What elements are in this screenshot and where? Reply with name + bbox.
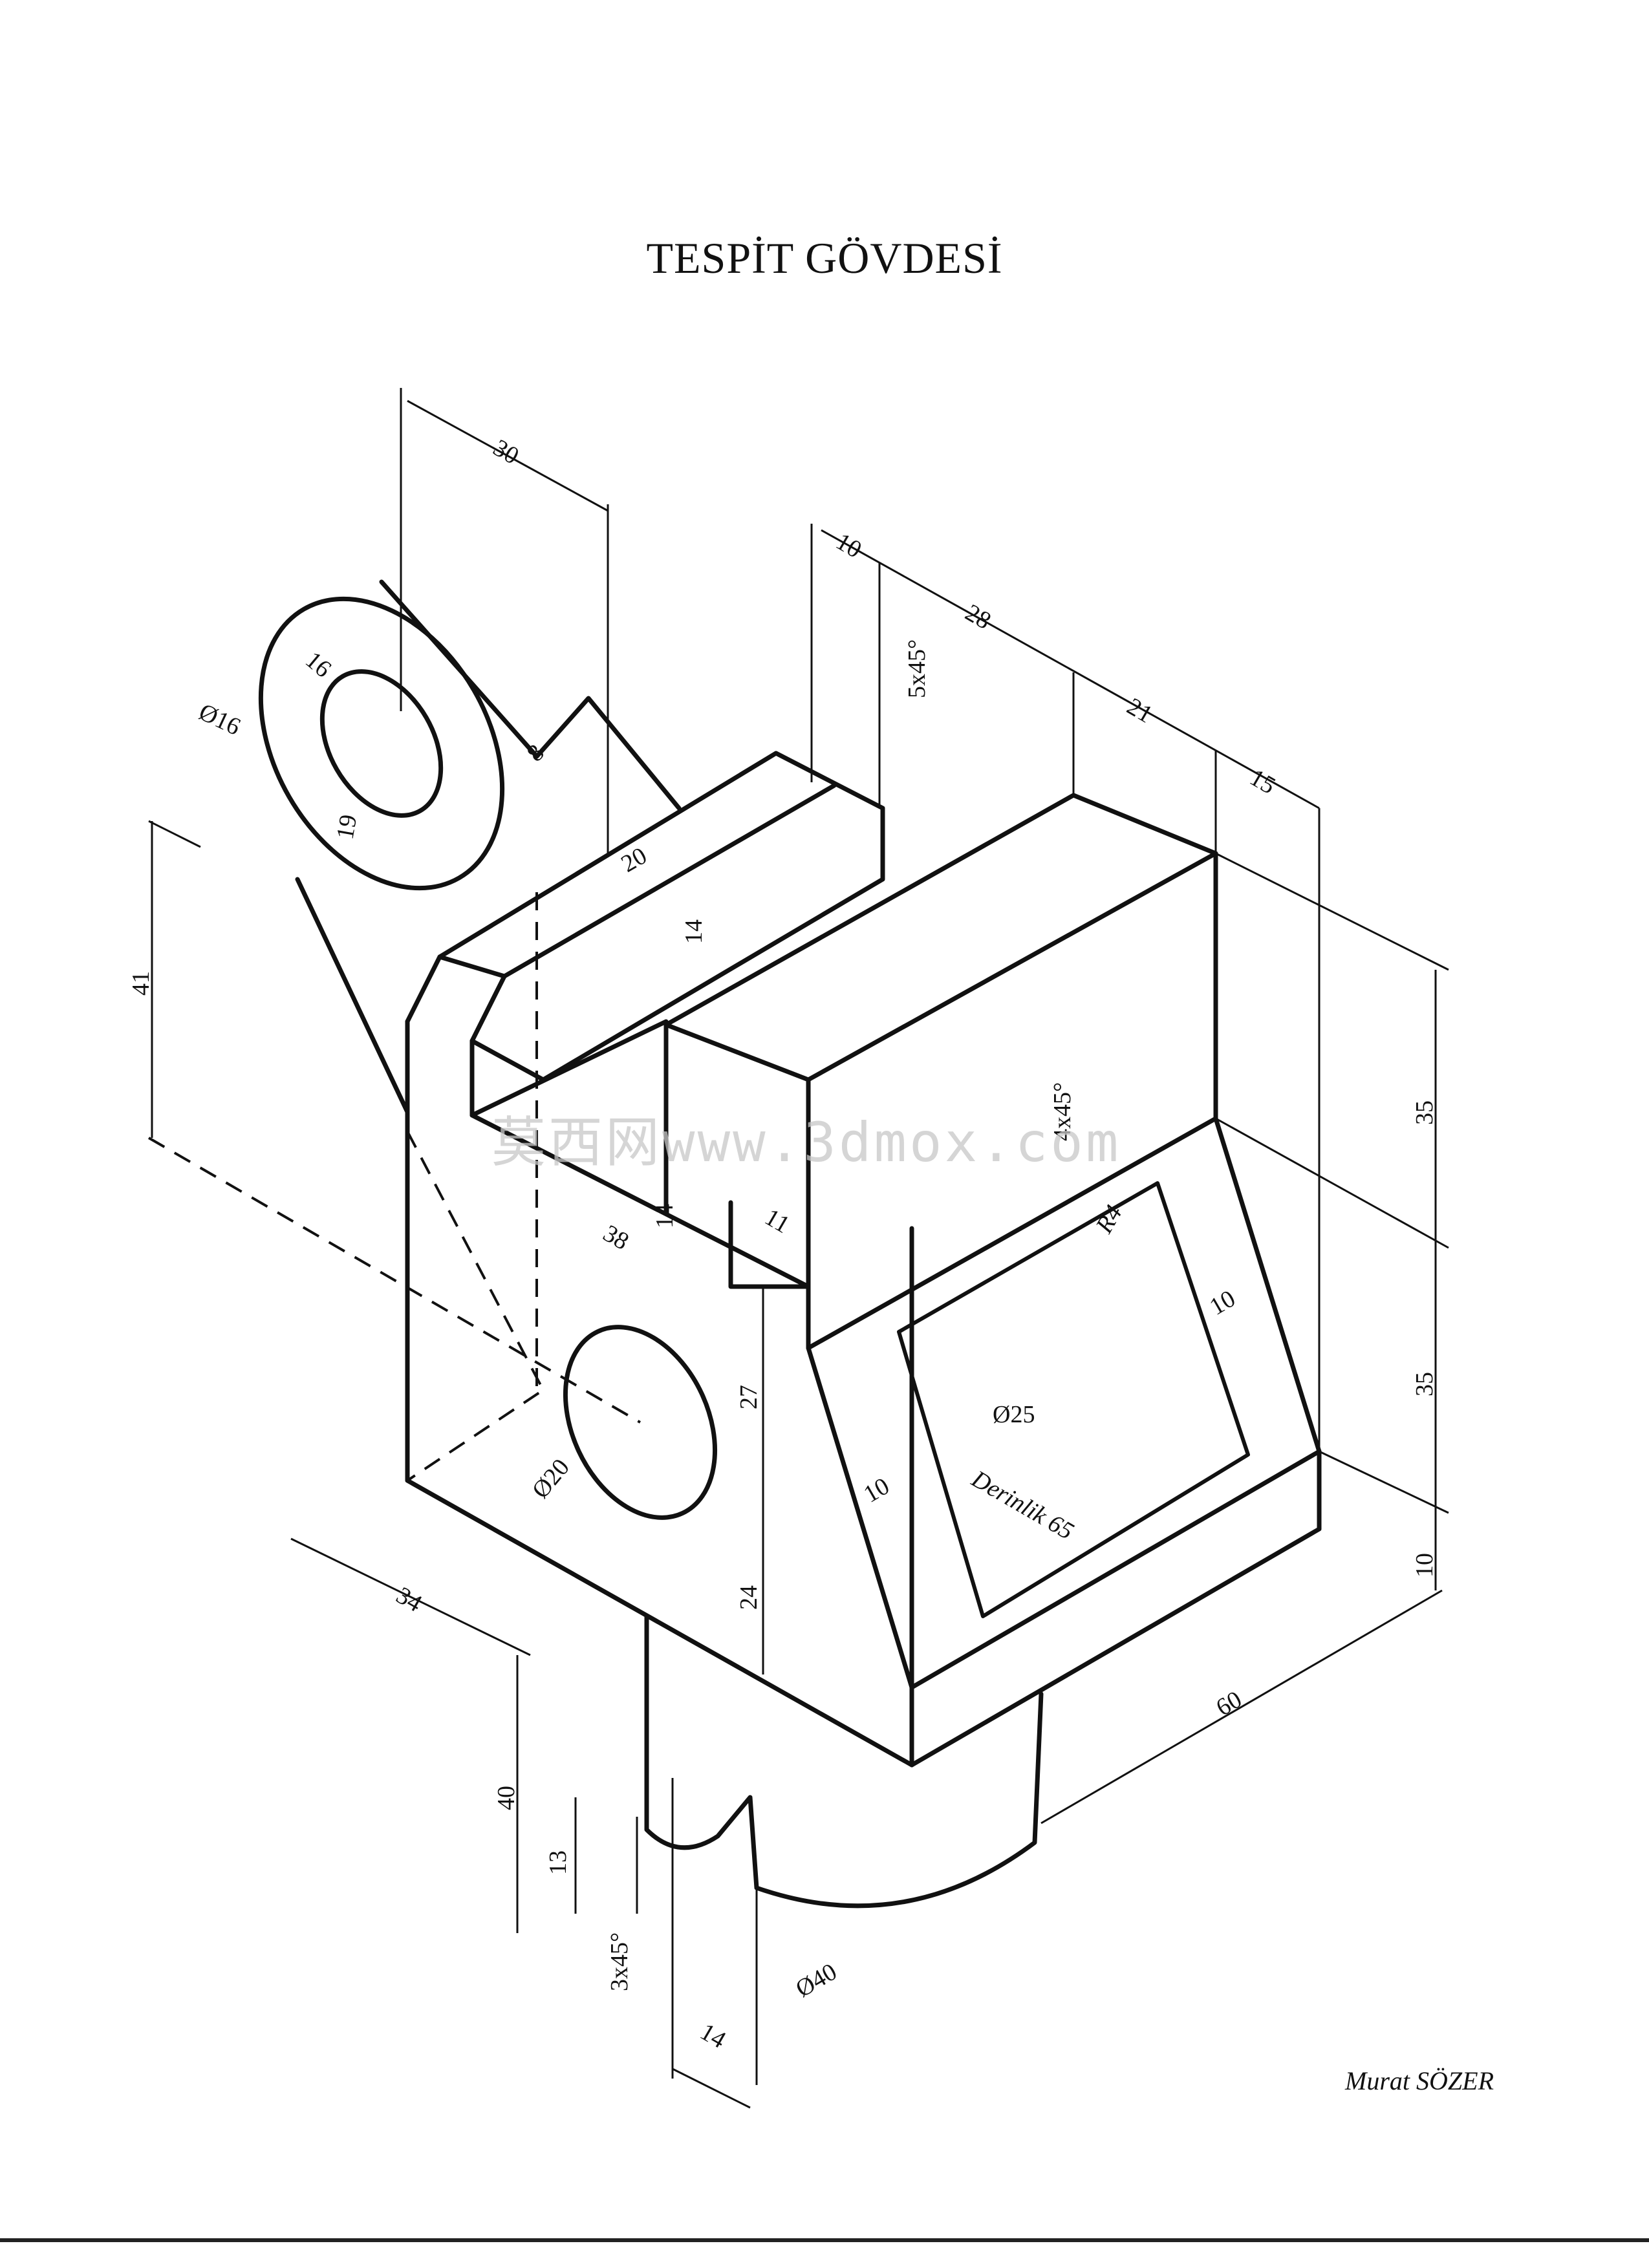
window-opening — [897, 1181, 1250, 1618]
dim-dia16: Ø16 — [195, 698, 244, 741]
dim-r4: R4 — [1090, 1201, 1128, 1238]
bottom-border-line — [0, 2238, 1649, 2242]
dim-30: 30 — [489, 434, 524, 469]
dim-derinlik: Derinlik 65 — [967, 1465, 1079, 1545]
dim-35-lower: 35 — [1411, 1372, 1438, 1396]
lug-ring-outer — [258, 596, 505, 891]
dim-10-top: 10 — [832, 528, 867, 563]
dim-14-bottom: 14 — [696, 2018, 731, 2053]
watermark-text: 莫西网www.3dmox.com — [491, 1111, 1121, 1174]
front-bore-20 — [563, 1325, 718, 1520]
author-signature: Murat SÖZER — [1345, 2066, 1494, 2095]
lug-ring-bore — [319, 669, 444, 818]
dim-dia20: Ø20 — [527, 1454, 575, 1504]
dim-38: 38 — [599, 1219, 634, 1255]
dim-35-upper: 35 — [1411, 1100, 1438, 1125]
dim-13: 13 — [544, 1850, 572, 1875]
dim-27: 27 — [735, 1385, 762, 1409]
dim-14-top: 14 — [680, 919, 707, 944]
upper-box-front — [663, 851, 1218, 1351]
dim-41: 41 — [127, 971, 155, 996]
dim-40: 40 — [493, 1786, 520, 1810]
dim-4x45: 4x45° — [1049, 1082, 1076, 1141]
dim-dia40: Ø40 — [792, 1958, 842, 2003]
lower-frame — [806, 1116, 1322, 1690]
dim-21: 21 — [1123, 692, 1158, 728]
dim-19: 19 — [332, 813, 363, 842]
dim-28: 28 — [961, 599, 996, 634]
dim-60: 60 — [1212, 1685, 1247, 1721]
dim-8: 8 — [522, 739, 550, 767]
block-left-face — [405, 1019, 914, 1768]
dim-10-window: 10 — [1205, 1285, 1240, 1320]
dim-10-bottom: 10 — [859, 1472, 894, 1508]
dim-5x45: 5x45° — [903, 639, 931, 698]
upper-box-top — [663, 793, 1218, 1027]
dim-34: 34 — [392, 1581, 427, 1617]
dim-10-right: 10 — [1411, 1553, 1438, 1578]
dim-dia25: Ø25 — [993, 1401, 1035, 1428]
dim-24: 24 — [735, 1585, 762, 1610]
dim-3x45: 3x45° — [606, 1932, 633, 1991]
drawing-title: TESPİT GÖVDESİ — [646, 233, 1003, 283]
dim-11: 11 — [760, 1203, 795, 1239]
dim-16: 16 — [300, 647, 336, 683]
bottom-boss — [644, 1614, 1044, 1909]
dim-14-inner: 14 — [651, 1204, 678, 1228]
